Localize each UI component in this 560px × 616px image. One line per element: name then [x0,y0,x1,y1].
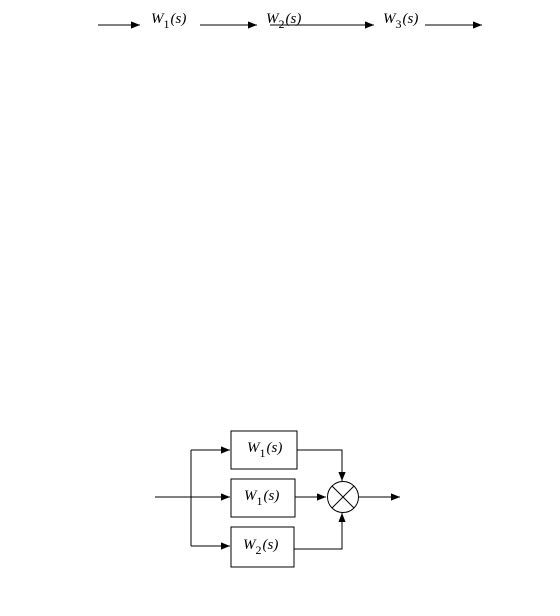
parallel-block-3 [230,526,295,568]
series-block-2-label: W2(s) [266,11,301,31]
series-chain-diagram: W1(s) W2(s) W3(s) [98,11,482,31]
parallel-block-3-label: W2(s) [243,537,278,557]
series-block-1-label: W1(s) [151,11,186,31]
parallel-block-2 [230,478,296,518]
parallel-output-1-wire [297,449,346,481]
parallel-block-2-label: W1(s) [244,488,279,508]
series-block-3-label: W3(s) [383,11,418,31]
parallel-block-1-label: W1(s) [247,440,282,460]
multiplication-junction-icon [327,481,359,513]
parallel-output-3-wire [294,513,346,550]
parallel-diagram: W1(s) W1(s) W2(s) [155,430,400,568]
